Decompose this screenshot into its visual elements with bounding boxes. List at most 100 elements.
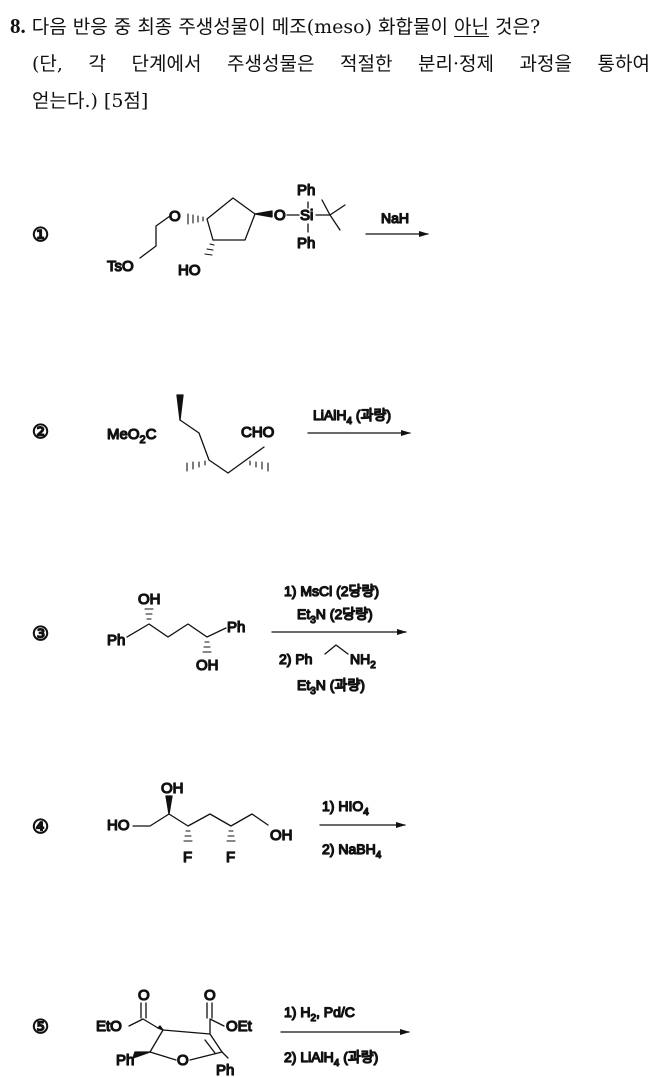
reaction-2-reagent: LiAlH4 (과량) xyxy=(313,407,391,427)
reaction-3-sub3b: 3 xyxy=(310,686,316,697)
reaction-4-sub4a: 4 xyxy=(363,807,369,818)
reaction-5-lialh: 2) LiAlH xyxy=(284,1049,334,1065)
reaction-1-marker: ① xyxy=(32,224,49,246)
reaction-2-c: C xyxy=(146,426,157,443)
reaction-3-benzyl-bond xyxy=(324,644,349,655)
reaction-1-reagent: NaH xyxy=(381,210,409,226)
question-text: 8. 다음 반응 중 최종 주생성물이 메조(meso) 화합물이 아닌 것은?… xyxy=(10,8,650,120)
reaction-3-nh: NH xyxy=(350,651,370,667)
reaction-5-ester-left xyxy=(128,1018,159,1029)
reaction-5-double-bond xyxy=(204,1039,216,1054)
reaction-3-n2: N (과량) xyxy=(316,677,365,693)
reaction-1: ① TsO O HO O Si Ph xyxy=(31,181,429,280)
question-number: 8. xyxy=(10,14,26,38)
reaction-5-ph-right: Ph xyxy=(216,1062,234,1077)
reaction-5-ring-top xyxy=(149,1029,223,1053)
reaction-2: ② MeO2C CHO LiAlH4 (과량) xyxy=(31,394,411,474)
reaction-2-sub: 2 xyxy=(140,434,146,446)
reaction-5-ester-right xyxy=(209,1018,225,1035)
reaction-3-hash-1 xyxy=(144,608,154,620)
reaction-3-amine: NH2 xyxy=(350,651,376,671)
reaction-5-excess: (과량) xyxy=(339,1049,378,1065)
reaction-4: ④ HO OH OH F F 1) HIO4 2) NaBH4 xyxy=(31,779,406,867)
reaction-4-nabh: 2) NaBH xyxy=(322,841,376,857)
reaction-3-sub3: 3 xyxy=(310,615,316,626)
question-line-2: (단, 각 단계에서 주생성물은 적절한 분리·정제 과정을 통하여 xyxy=(32,53,650,75)
reaction-4-chain xyxy=(132,813,269,827)
reaction-3-oh-bottom: OH xyxy=(196,657,219,674)
reaction-3: ③ Ph Ph OH OH 1) MsCl (2당량) Et3N (2당량) 2… xyxy=(31,582,407,698)
reaction-5-sub4: 4 xyxy=(334,1058,340,1069)
reaction-4-oh-end: OH xyxy=(270,827,293,844)
reaction-5-eto: EtO xyxy=(96,1018,122,1035)
reaction-1-wedge xyxy=(254,210,273,218)
reaction-5-pdc: , Pd/C xyxy=(316,1004,355,1020)
reaction-4-f1: F xyxy=(183,849,192,866)
reaction-1-hash-bond-2 xyxy=(204,243,215,256)
reaction-5-wedge xyxy=(132,1051,151,1059)
reaction-5-marker: ⑤ xyxy=(32,1016,49,1038)
reaction-2-lialh: LiAlH xyxy=(313,407,346,423)
reaction-2-meo: MeO xyxy=(107,426,140,443)
reaction-5: ⑤ O O EtO OEt O Ph Ph 1) H2, Pd/C xyxy=(31,986,410,1077)
reaction-3-ph-left: Ph xyxy=(107,632,125,649)
reaction-3-et2: Et xyxy=(297,677,310,693)
reaction-4-step1: 1) HIO4 xyxy=(322,798,369,818)
reaction-2-excess: (과량) xyxy=(352,407,391,423)
reaction-5-oet: OEt xyxy=(226,1018,253,1035)
reaction-2-wedge xyxy=(176,394,184,421)
reaction-1-ho: HO xyxy=(178,262,201,279)
reaction-5-ph-left: Ph xyxy=(116,1052,134,1069)
reaction-2-cho: CHO xyxy=(241,424,274,441)
reaction-4-sub4b: 4 xyxy=(376,850,382,861)
reaction-3-step1-base: Et3N (2당량) xyxy=(297,606,373,626)
reaction-3-step2-base: Et3N (과량) xyxy=(297,677,365,697)
reaction-3-sub2: 2 xyxy=(370,660,376,671)
reaction-3-chain xyxy=(126,623,227,638)
reaction-1-tso: TsO xyxy=(107,258,134,275)
reaction-4-marker: ④ xyxy=(32,816,49,838)
reaction-3-oh-top: OH xyxy=(138,591,161,608)
reaction-2-chain xyxy=(179,419,265,474)
reaction-2-ester: MeO2C xyxy=(107,426,157,446)
question-line-1-a: 다음 반응 중 최종 주생성물이 메조(meso) 화합물이 xyxy=(31,16,454,38)
reaction-1-ring xyxy=(206,197,256,241)
reaction-2-hash-1 xyxy=(186,460,206,472)
reaction-5-sub2: 2 xyxy=(310,1013,316,1024)
reaction-1-ph-bottom: Ph xyxy=(297,235,315,252)
question-line-1-b: 것은? xyxy=(488,16,541,38)
reaction-1-tert-butyl xyxy=(315,199,346,231)
reaction-3-n: N (2당량) xyxy=(316,606,373,622)
reaction-5-o-top-1: O xyxy=(138,987,150,1004)
reaction-4-oh-top: OH xyxy=(161,780,184,797)
reaction-1-ether-o: O xyxy=(169,208,181,225)
reaction-2-marker: ② xyxy=(32,421,49,443)
reaction-5-ring-o: O xyxy=(177,1052,189,1069)
reaction-4-ho: HO xyxy=(107,817,130,834)
reaction-3-step1: 1) MsCl (2당량) xyxy=(284,583,379,599)
reaction-3-marker: ③ xyxy=(32,623,49,645)
reaction-5-step1: 1) H2, Pd/C xyxy=(284,1004,355,1024)
reaction-4-hio: 1) HIO xyxy=(322,798,363,814)
reaction-1-chain xyxy=(139,215,171,259)
reaction-4-step2: 2) NaBH4 xyxy=(322,841,382,861)
reaction-2-sub4: 4 xyxy=(346,416,352,427)
reaction-4-f2: F xyxy=(226,849,235,866)
reaction-4-hash-1 xyxy=(183,830,193,842)
question-line-3: 얻는다.) [5점] xyxy=(32,90,149,112)
question-underlined-word: 아닌 xyxy=(454,16,489,38)
reaction-2-hash-2 xyxy=(249,460,269,472)
reaction-5-step2: 2) LiAlH4 (과량) xyxy=(284,1049,378,1069)
reaction-5-o-top-2: O xyxy=(204,987,216,1004)
reaction-4-hash-2 xyxy=(226,830,236,842)
question-line-1: 8. 다음 반응 중 최종 주생성물이 메조(meso) 화합물이 아닌 것은? xyxy=(10,8,650,46)
reaction-1-si: Si xyxy=(300,207,313,224)
reaction-3-step2: 2) Ph xyxy=(279,651,312,667)
reaction-5-h: 1) H xyxy=(284,1004,310,1020)
reaction-1-silyl-o: O xyxy=(274,207,286,224)
reaction-5-ring-bottom xyxy=(149,1051,223,1061)
reaction-4-wedge xyxy=(165,795,173,815)
reaction-1-hash-bond-1 xyxy=(187,213,204,225)
reaction-3-et: Et xyxy=(297,606,310,622)
